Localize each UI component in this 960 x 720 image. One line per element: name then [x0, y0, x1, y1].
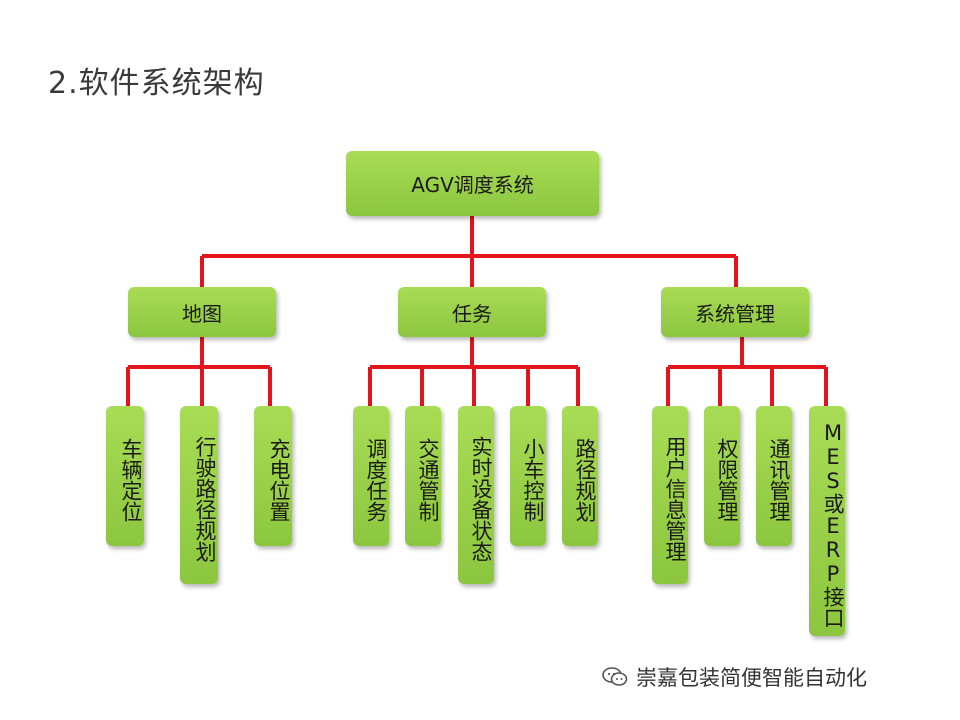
leaf-node-vehicle-positioning: 车辆定位	[106, 406, 144, 546]
branch-node-system-management: 系统管理	[661, 287, 809, 337]
leaf-node-path-planning: 路径规划	[562, 406, 598, 546]
leaf-node-vehicle-control: 小车控制	[510, 406, 546, 546]
leaf-node-traffic-control: 交通管制	[405, 406, 441, 546]
watermark-text: 崇嘉包装简便智能自动化	[636, 666, 867, 690]
branch-node-map: 地图	[128, 287, 276, 337]
root-node: AGV调度系统	[346, 151, 599, 216]
watermark: 崇嘉包装简便智能自动化	[602, 662, 867, 692]
leaf-node-communication-management: 通讯管理	[756, 406, 792, 546]
leaf-node-charging-position: 充电位置	[254, 406, 292, 546]
branch-node-task: 任务	[398, 287, 546, 337]
page-title: 2.软件系统架构	[48, 66, 265, 101]
leaf-node-user-info-management: 用户信息管理	[652, 406, 688, 584]
leaf-node-realtime-device-status: 实时设备状态	[458, 406, 494, 584]
leaf-node-permission-management: 权限管理	[704, 406, 740, 546]
leaf-node-mes-erp-interface: MES或ERP接口	[809, 406, 845, 636]
leaf-node-driving-path-planning: 行驶路径规划	[180, 406, 218, 584]
wechat-icon	[602, 667, 628, 687]
leaf-node-dispatch-task: 调度任务	[353, 406, 389, 546]
